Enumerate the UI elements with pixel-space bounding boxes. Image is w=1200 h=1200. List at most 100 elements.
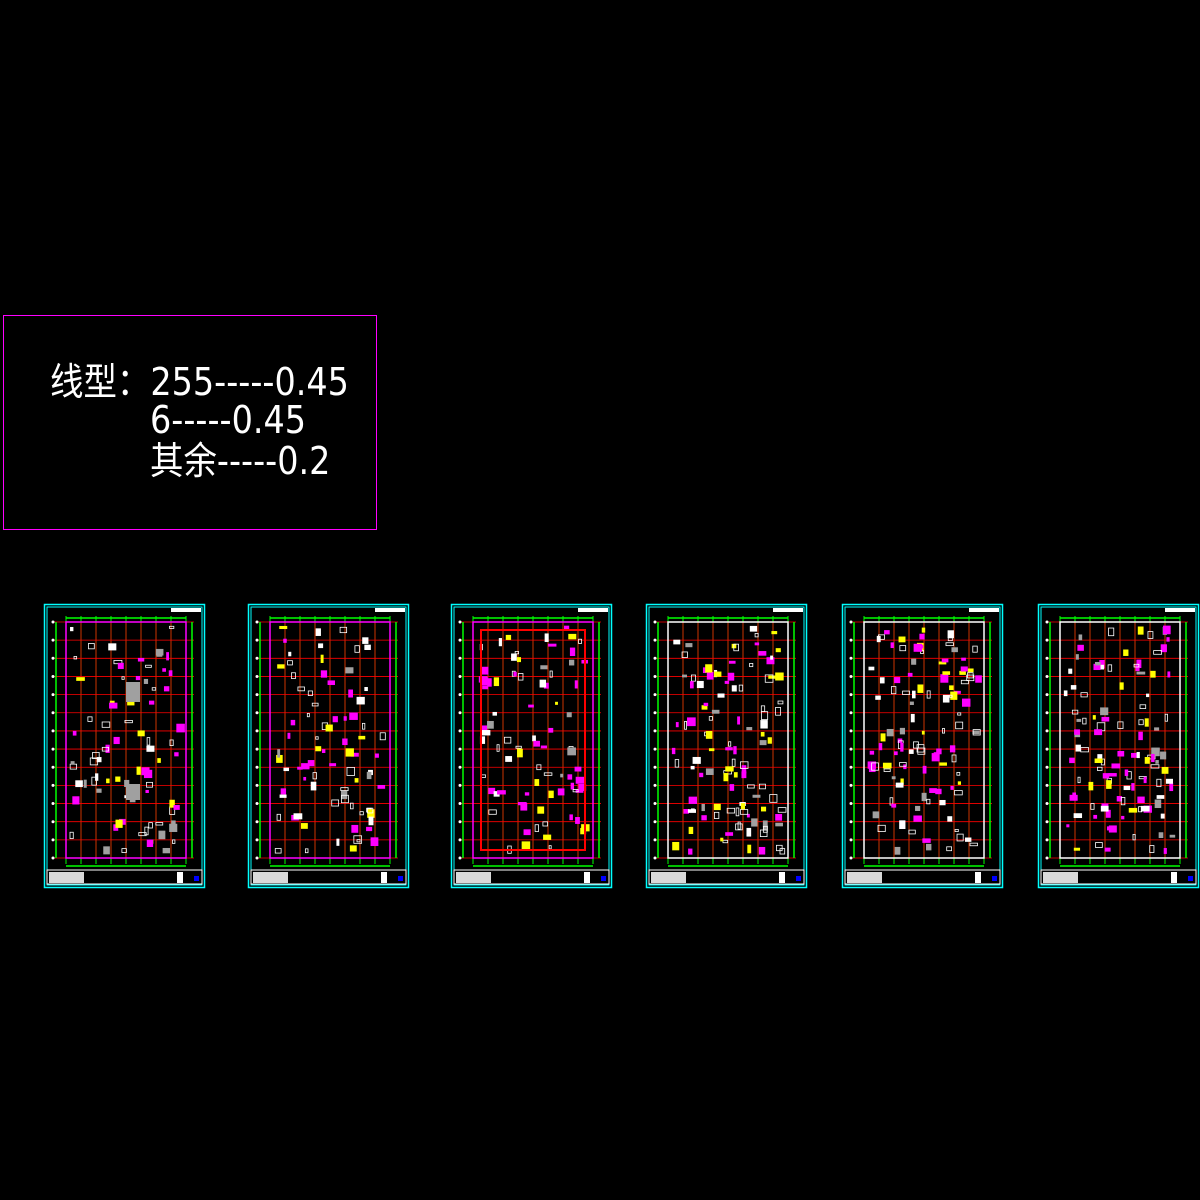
room-detail: [300, 823, 308, 829]
room-detail: [903, 764, 907, 770]
room-detail: [481, 666, 489, 675]
axis-bubble: [849, 693, 853, 697]
room-detail: [1094, 729, 1103, 736]
room-detail: [350, 802, 354, 810]
room-detail: [1092, 715, 1096, 720]
room-detail: [358, 735, 366, 740]
room-detail: [926, 798, 931, 805]
axis-bubble: [849, 711, 853, 715]
room-detail: [1167, 671, 1171, 678]
room-detail: [723, 773, 729, 782]
room-detail: [729, 784, 735, 791]
axis-bubble: [255, 820, 259, 824]
room-detail: [287, 660, 293, 666]
room-detail: [1101, 716, 1110, 722]
room-detail: [1119, 682, 1124, 690]
room-detail: [543, 834, 552, 840]
room-detail: [942, 728, 945, 734]
room-detail: [777, 807, 787, 813]
room-detail: [493, 677, 500, 687]
room-detail: [540, 745, 547, 749]
room-detail: [574, 680, 578, 689]
axis-bubble: [849, 838, 853, 842]
room-detail: [869, 750, 875, 755]
room-detail: [567, 747, 576, 756]
room-detail: [290, 719, 296, 726]
drawing-sheet-6[interactable]: [1037, 603, 1200, 889]
title-block-number: [1171, 872, 1177, 883]
room-detail: [961, 657, 966, 661]
axis-bubble: [849, 820, 853, 824]
room-detail: [762, 825, 768, 833]
room-detail: [169, 823, 178, 832]
legend-title: 线型：: [50, 360, 151, 404]
room-detail: [304, 848, 309, 854]
room-detail: [972, 730, 980, 735]
room-detail: [880, 733, 886, 742]
drawing-sheet-1[interactable]: [43, 603, 206, 889]
room-detail: [760, 705, 766, 713]
room-detail: [1116, 796, 1123, 802]
building-outline: [1059, 621, 1181, 859]
room-detail: [879, 677, 885, 684]
room-detail: [926, 843, 932, 851]
drawing-sheet-2[interactable]: [247, 603, 410, 889]
room-detail: [88, 643, 95, 650]
axis-bubble: [1045, 656, 1049, 660]
room-detail: [1106, 826, 1112, 831]
room-detail: [487, 720, 494, 729]
axis-bubble: [653, 620, 657, 624]
room-detail: [758, 846, 766, 855]
room-detail: [951, 754, 957, 763]
room-detail: [505, 756, 513, 762]
room-detail: [1070, 685, 1077, 690]
room-detail: [146, 745, 155, 752]
room-detail: [145, 789, 149, 794]
axis-bubble: [653, 856, 657, 860]
room-detail: [1164, 713, 1168, 722]
room-detail: [307, 760, 315, 767]
room-detail: [701, 815, 707, 821]
axis-bubble: [1045, 856, 1049, 860]
room-detail: [1138, 719, 1144, 726]
room-detail: [569, 647, 576, 657]
axis-bubble: [51, 638, 55, 642]
axis-bubble: [849, 802, 853, 806]
title-block-number: [975, 872, 981, 883]
room-detail: [1068, 668, 1073, 674]
room-detail: [144, 826, 149, 836]
room-detail: [922, 765, 927, 774]
room-detail: [364, 644, 371, 650]
room-detail: [1120, 797, 1126, 806]
room-detail: [1074, 729, 1080, 735]
drawing-sheet-5[interactable]: [841, 603, 1004, 889]
room-detail: [567, 774, 573, 780]
title-block: [648, 869, 805, 885]
drawing-sheet-4[interactable]: [645, 603, 808, 889]
room-detail: [913, 741, 919, 749]
room-detail: [87, 716, 93, 722]
room-detail: [121, 848, 127, 853]
room-detail: [770, 655, 774, 660]
room-detail: [115, 819, 123, 828]
room-detail: [1154, 799, 1162, 809]
room-detail: [775, 648, 781, 653]
room-detail: [949, 685, 954, 691]
axis-bubble: [653, 802, 657, 806]
room-detail: [155, 822, 164, 826]
room-detail: [137, 730, 145, 737]
title-block-mark: [398, 876, 403, 881]
room-detail: [720, 837, 724, 842]
room-detail: [366, 771, 372, 780]
title-block-logo: [456, 872, 491, 883]
drawing-sheet-3[interactable]: [450, 603, 613, 889]
room-detail: [714, 671, 722, 677]
room-detail: [1169, 783, 1174, 792]
title-block-logo: [847, 872, 882, 883]
room-detail: [894, 846, 901, 855]
room-detail: [673, 639, 681, 645]
room-detail: [760, 720, 768, 729]
room-detail: [733, 772, 738, 778]
room-detail: [955, 721, 964, 730]
